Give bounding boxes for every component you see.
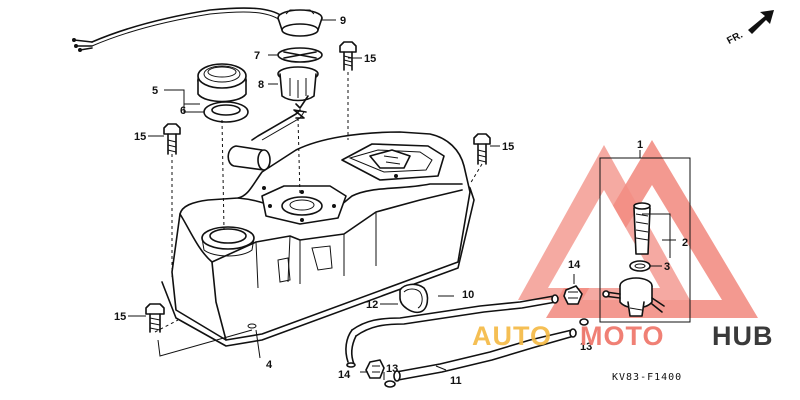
part-label-4: 4 [266,359,273,371]
part-label-15-top: 15 [364,53,376,65]
part-number-labels: 9 7 8 5 6 15 15 15 15 4 12 10 11 14 13 1… [114,15,688,387]
part-label-15-left: 15 [134,131,146,143]
filler-cap-gasket-part-6 [203,101,249,123]
watermark-word-hub: HUB [712,321,774,351]
part-label-1: 1 [637,139,643,151]
part-label-7: 7 [254,50,260,62]
sender-cap-part-9 [277,9,323,37]
part-label-3: 3 [664,261,670,273]
part-label-2: 2 [682,237,688,249]
clip-part-13-lower [384,380,396,388]
bolt-part-15-left [163,123,181,155]
watermark-word-moto: MOTO [580,321,665,351]
fuel-cock-body [602,277,665,317]
part-label-9: 9 [340,15,346,27]
part-label-12: 12 [366,299,378,311]
part-label-15-bottom: 15 [114,311,126,323]
fuel-tank-part-4 [161,131,475,347]
fuel-filler-cap-part-5 [197,63,247,103]
bolt-part-15-top [339,41,357,71]
tank-filler-neck [201,226,255,257]
part-label-10: 10 [462,289,474,301]
part-label-14-right: 14 [568,259,581,271]
fuel-cock-part-1 [633,202,651,255]
leader-lines [128,19,691,380]
part-label-14-lower: 14 [338,369,351,381]
hose-clamp-part-12 [399,283,429,314]
tank-sender-mount [261,185,347,225]
sender-wire-harness [72,7,283,52]
tank-top-recess [262,143,445,190]
part-label-11: 11 [450,375,462,387]
front-direction-arrow: FR. [725,10,774,47]
part-label-8: 8 [258,79,264,91]
diagram-code: KV83-F1400 [612,372,682,383]
watermark-word-auto: AUTO [472,321,552,351]
part-label-6: 6 [180,105,186,117]
part-label-13-lower: 13 [386,363,398,375]
fuel-hose-part-10 [345,294,559,368]
bolt-part-15-bottom [145,303,165,333]
gasket-part-7 [277,47,323,63]
sender-float [227,145,271,171]
front-direction-label: FR. [725,29,745,46]
fuel-level-sender-part-8 [227,66,319,171]
part-label-15-right: 15 [502,141,514,153]
clip-part-13-right [579,318,589,326]
bolt-part-15-right [473,133,491,165]
fuel-cock-oring-part-3 [629,260,651,272]
part-label-13-right: 13 [580,341,592,353]
part-label-5: 5 [152,85,158,97]
fuel-hose-part-11 [393,328,577,382]
clip-part-14-lower [365,359,385,379]
clip-part-14-right [563,285,583,305]
watermark-wordmark: AUTO MOTO HUB [472,321,774,351]
